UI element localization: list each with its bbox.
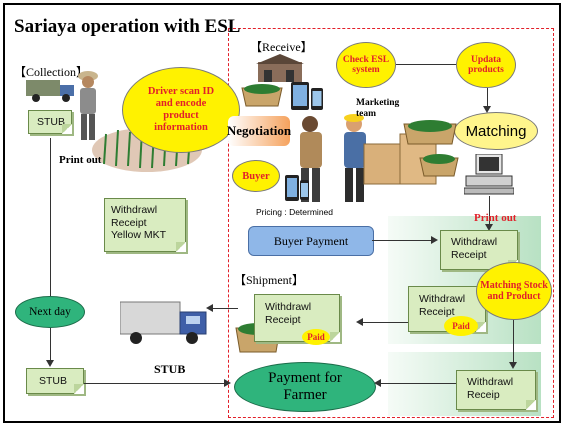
shipment-to-truck-line bbox=[212, 308, 238, 309]
section-shipment: 【Shipment】 bbox=[234, 273, 305, 287]
esl-region-border bbox=[228, 28, 554, 418]
crate-icon-stack bbox=[363, 120, 459, 185]
computer-icon bbox=[464, 154, 514, 195]
stub-collection-label: STUB bbox=[37, 116, 66, 128]
outer-frame bbox=[3, 3, 561, 423]
paid-badge-2: Paid bbox=[444, 316, 478, 336]
arrow-next-day-stub bbox=[46, 360, 54, 367]
withdrawl-bottom-note: Withdrawl Receip bbox=[456, 370, 536, 410]
warehouse-icon bbox=[256, 54, 304, 82]
arrow-buyer-payment bbox=[431, 236, 438, 244]
arrow-updata-matching bbox=[483, 106, 491, 113]
driver-scan-oval: Driver scan ID and encode product inform… bbox=[122, 67, 240, 153]
truck-icon bbox=[26, 80, 74, 102]
check-esl-oval: Check ESL system bbox=[336, 42, 396, 88]
arrow-to-shipment bbox=[356, 318, 363, 326]
connector-updata-matching bbox=[487, 88, 488, 108]
buyer-oval: Buyer bbox=[232, 160, 280, 192]
arrow-to-withdrawl-bottom bbox=[509, 362, 517, 369]
negotiation-label: Negotiation bbox=[227, 116, 291, 146]
buyer-payment-line bbox=[372, 240, 432, 241]
print-out-right: Print out bbox=[474, 212, 517, 224]
diagram-title: Sariaya operation with ESL bbox=[14, 16, 241, 37]
matching-stock-oval: Matching Stock and Product bbox=[476, 262, 552, 320]
tablet-icon-receive bbox=[291, 82, 323, 110]
withdrawl-yellow-label: Withdrawl Receipt Yellow MKT bbox=[111, 204, 167, 242]
stub-to-payment-line bbox=[84, 383, 224, 384]
print-out-left: Print out bbox=[59, 154, 102, 166]
collection-down-line bbox=[50, 138, 51, 296]
stub-collection-note: STUB bbox=[28, 110, 72, 134]
next-day-down-line bbox=[50, 328, 51, 362]
pricing-label: Pricing : Determined bbox=[256, 207, 334, 217]
buyer-payment-button[interactable]: Buyer Payment bbox=[248, 226, 374, 256]
withdrawl-right1-label: Withdrawl Receipt bbox=[451, 236, 498, 261]
updata-products-oval: Updata products bbox=[456, 42, 516, 88]
arrow-stub-payment bbox=[224, 379, 231, 387]
stub-bottom-note: STUB bbox=[26, 368, 84, 394]
next-day-oval: Next day bbox=[15, 296, 85, 328]
tablet-icon-buyer bbox=[285, 175, 309, 201]
withdrawl-yellow-note: Withdrawl Receipt Yellow MKT bbox=[104, 198, 186, 252]
farmer-icon bbox=[78, 71, 98, 140]
arrow-to-payment-farmer bbox=[374, 379, 381, 387]
middle-to-shipment-line bbox=[362, 322, 408, 323]
computer-down-line bbox=[489, 196, 490, 226]
shipment-truck-icon bbox=[120, 301, 207, 344]
section-collection: 【Collection】 bbox=[14, 65, 88, 79]
bottom-to-payment-line bbox=[380, 383, 456, 384]
withdrawl-middle-label: Withdrawl Receipt bbox=[419, 293, 466, 318]
matching-oval: Matching bbox=[454, 112, 538, 150]
withdrawl-bottom-label: Withdrawl Receip bbox=[467, 376, 514, 401]
marketing-team-label: Marketing team bbox=[356, 98, 400, 119]
connector-check-updata bbox=[396, 64, 456, 65]
withdrawl-shipment-label: Withdrawl Receipt bbox=[265, 301, 312, 326]
stub-bottom-label: STUB bbox=[154, 362, 186, 376]
arrow-to-truck bbox=[206, 304, 213, 312]
paid-badge-1: Paid bbox=[302, 329, 330, 345]
crate-icon-receive bbox=[241, 84, 283, 107]
section-receive: 【Receive】 bbox=[250, 40, 313, 54]
stub-bottom-note-label: STUB bbox=[39, 375, 68, 387]
arrow-to-withdrawl-right1 bbox=[485, 224, 493, 231]
matching-down-line bbox=[513, 320, 514, 364]
payment-farmer-oval: Payment for Farmer bbox=[234, 362, 376, 412]
